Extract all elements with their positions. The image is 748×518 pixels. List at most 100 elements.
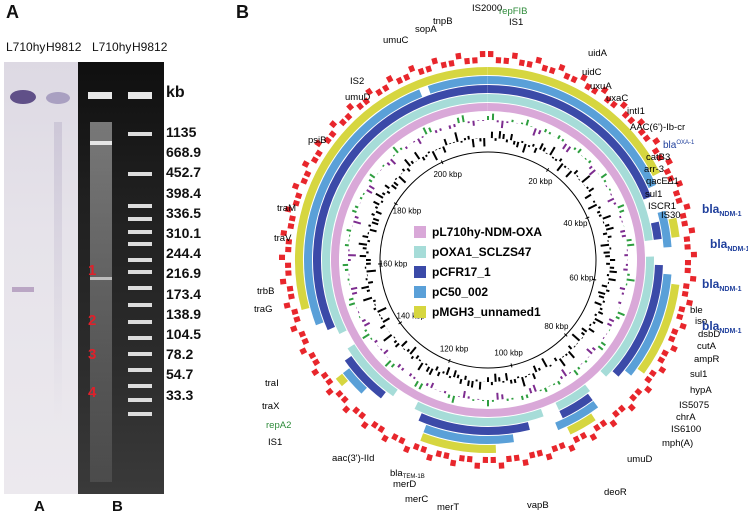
skew-bar — [521, 376, 526, 387]
gc-bar — [354, 215, 359, 219]
ring-2 — [555, 384, 590, 411]
cds-block — [346, 102, 355, 111]
skew-bar — [605, 226, 614, 231]
gc-bar — [353, 220, 362, 225]
ring-5 — [295, 67, 488, 311]
skew-bar — [442, 371, 445, 374]
cds-block — [342, 405, 351, 414]
gene-label: trbB — [257, 286, 274, 297]
gc-bar — [559, 375, 564, 380]
cds-block — [536, 449, 544, 457]
gene-label: IS1 — [268, 437, 282, 448]
cds-block — [325, 387, 334, 396]
cds-block — [627, 403, 636, 412]
skew-bar — [459, 378, 463, 385]
ladder-band — [128, 230, 152, 234]
gc-bar — [350, 286, 358, 291]
skew-bar — [425, 363, 428, 366]
band-number-2: 2 — [88, 312, 97, 329]
ladder-band — [128, 368, 152, 372]
size-marker: 216.9 — [166, 265, 202, 282]
skew-bar — [393, 336, 396, 339]
legend-swatch — [414, 306, 426, 318]
skew-bar — [366, 289, 371, 293]
ring-5 — [335, 373, 349, 387]
gene-label: sul1 — [690, 369, 707, 380]
skew-bar — [445, 367, 451, 376]
skew-bar — [558, 158, 563, 162]
skew-bar — [390, 184, 397, 190]
gc-bar — [418, 383, 424, 390]
gc-bar — [461, 115, 465, 123]
ring-2 — [600, 256, 654, 377]
gc-bar — [627, 243, 635, 247]
skew-bar — [600, 243, 610, 247]
gc-bar — [548, 131, 552, 135]
skew-bar — [448, 375, 452, 379]
skew-bar — [380, 317, 383, 320]
gene-label: umuD — [627, 454, 652, 465]
skew-bar — [363, 296, 373, 302]
cds-block — [651, 147, 660, 155]
skew-bar — [368, 224, 372, 227]
size-marker: 310.1 — [166, 225, 202, 241]
skew-bar — [513, 378, 517, 384]
skew-bar — [453, 370, 457, 378]
cds-block — [314, 139, 323, 148]
skew-bar — [602, 214, 611, 220]
gc-bar — [399, 147, 403, 151]
gc-bar — [364, 329, 368, 333]
ladder-band — [128, 320, 152, 324]
cds-block — [370, 420, 379, 429]
gene-label: traI — [265, 378, 279, 389]
kbp-tick: 140 kbp — [397, 311, 426, 320]
skew-bar — [421, 156, 426, 161]
cds-block — [558, 442, 566, 450]
cds-block — [431, 57, 439, 65]
cds-block — [526, 60, 533, 68]
cds-block — [589, 433, 598, 441]
gc-bar — [557, 134, 561, 140]
gc-bar — [451, 395, 456, 404]
cds-block — [294, 192, 303, 200]
size-marker: 398.4 — [166, 184, 202, 201]
cds-block — [290, 325, 298, 333]
gc-bar — [561, 138, 565, 142]
gene-label: catB3 — [646, 152, 670, 163]
gc-bar — [561, 368, 568, 377]
gene-label: IS2 — [350, 76, 364, 87]
legend-swatch — [414, 266, 426, 278]
legend-label: pMGH3_unnamed1 — [432, 305, 541, 319]
gene-label: repFIB — [499, 6, 528, 17]
gc-bar — [443, 390, 447, 394]
cds-block — [344, 112, 353, 121]
gc-bar — [520, 395, 524, 401]
gc-bar — [351, 209, 357, 214]
skew-bar — [443, 138, 448, 146]
cds-block — [287, 293, 295, 300]
skew-bar — [588, 327, 595, 333]
gc-bar — [606, 322, 613, 327]
skew-bar — [494, 373, 497, 382]
gene-label: hypA — [690, 385, 712, 396]
kbp-tick: 100 kbp — [494, 349, 523, 358]
cds-block — [683, 203, 691, 210]
gc-bar — [613, 202, 617, 205]
skew-bar — [393, 181, 399, 187]
gene-label: tnpB — [433, 16, 453, 27]
legend-label: pOXA1_SCLZS47 — [432, 245, 532, 259]
cds-block — [412, 442, 420, 451]
legend-swatch — [414, 246, 426, 258]
cds-block — [535, 56, 543, 64]
ring-4 — [555, 400, 599, 431]
gc-bar — [392, 146, 399, 154]
gc-bar — [370, 337, 373, 340]
gene-label: repA2 — [266, 420, 291, 431]
gel-photo-b — [78, 62, 164, 494]
bla-ndm-sub: NDM-1 — [727, 246, 748, 253]
gc-bar — [453, 123, 456, 128]
kbp-tick-mark — [510, 363, 513, 368]
gc-bar — [588, 160, 592, 164]
ladder-band — [128, 398, 152, 402]
skew-bar — [549, 364, 552, 367]
